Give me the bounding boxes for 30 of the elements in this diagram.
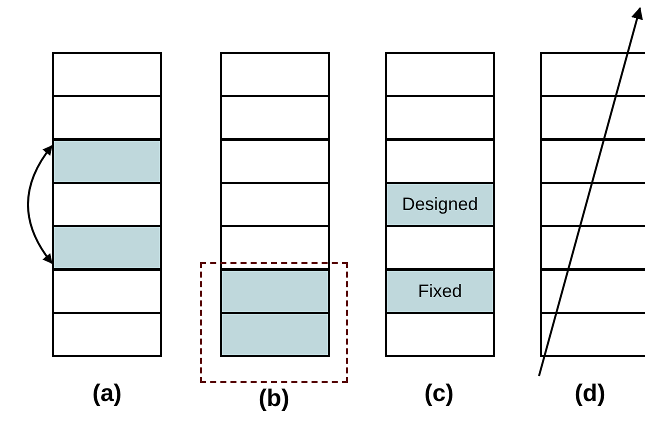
panel-label: (d) bbox=[574, 380, 606, 408]
slot-label: Designed bbox=[402, 194, 478, 215]
stack-slot bbox=[220, 139, 330, 184]
panel-label: (c) bbox=[423, 380, 455, 408]
stack-slot bbox=[220, 269, 330, 314]
stack-slot bbox=[540, 225, 645, 270]
stack-slot bbox=[385, 52, 495, 97]
stack-slot bbox=[52, 139, 162, 184]
panel-label: (a) bbox=[91, 380, 123, 408]
stack-slot bbox=[220, 312, 330, 357]
stack-slot bbox=[385, 312, 495, 357]
stack-slot bbox=[540, 269, 645, 314]
stack-slot bbox=[540, 139, 645, 184]
stack-slot bbox=[540, 95, 645, 140]
slot-label: Fixed bbox=[418, 281, 462, 302]
stack-slot bbox=[52, 312, 162, 357]
stack-slot bbox=[220, 182, 330, 227]
stack-slot bbox=[52, 225, 162, 270]
panel-label: (b) bbox=[258, 385, 290, 413]
stack-slot bbox=[220, 52, 330, 97]
stack-slot bbox=[52, 269, 162, 314]
stack-slot bbox=[540, 312, 645, 357]
stack-slot bbox=[385, 95, 495, 140]
dashed-group-outline bbox=[200, 262, 348, 383]
stack-slot bbox=[540, 52, 645, 97]
stack-slot bbox=[385, 182, 495, 227]
stack-slot bbox=[220, 95, 330, 140]
stack-slot bbox=[52, 52, 162, 97]
stack-slot bbox=[385, 269, 495, 314]
double-headed-arrow bbox=[27, 144, 53, 264]
